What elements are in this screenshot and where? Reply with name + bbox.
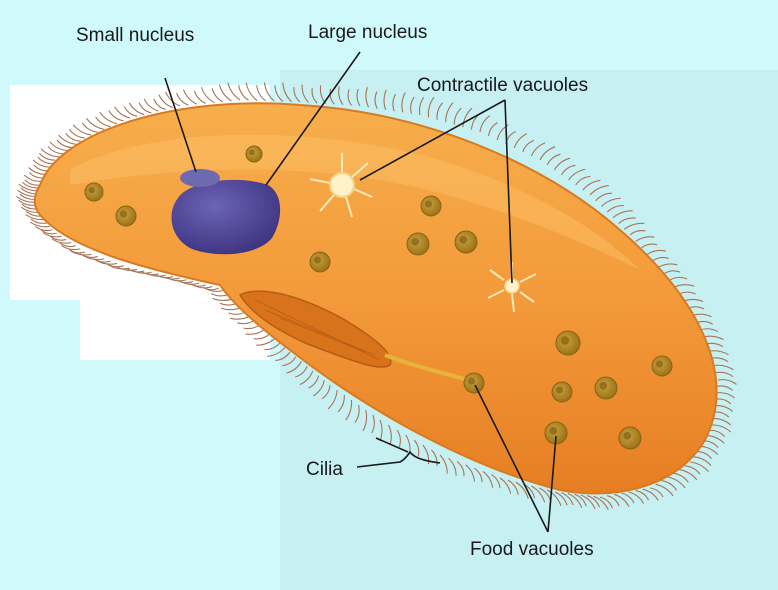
label-food-vacuoles: Food vacuoles bbox=[470, 539, 594, 560]
food-vacuole-core bbox=[556, 386, 563, 394]
large-nucleus bbox=[171, 179, 281, 255]
leader-large-nucleus bbox=[265, 51, 361, 186]
food-vacuole-core bbox=[623, 431, 632, 440]
food-vacuole-core bbox=[599, 381, 608, 390]
leader-contractile-2 bbox=[504, 99, 513, 284]
food-vacuole-core bbox=[88, 187, 95, 194]
food-vacuole-core bbox=[549, 426, 558, 435]
contractile-vacuole bbox=[309, 153, 373, 218]
food-vacuole-core bbox=[249, 149, 255, 156]
oral-groove-lines bbox=[254, 299, 381, 361]
leader-small-nucleus bbox=[164, 77, 197, 173]
food-vacuole-core bbox=[411, 237, 420, 246]
label-small-nucleus: Small nucleus bbox=[76, 25, 195, 46]
food-vacuoles bbox=[84, 145, 673, 450]
food-vacuole-core bbox=[560, 336, 570, 345]
leader-food-2 bbox=[547, 435, 557, 533]
leader-lines bbox=[164, 51, 557, 533]
gullet bbox=[384, 353, 469, 382]
leader-food-1 bbox=[474, 384, 549, 533]
food-vacuole-core bbox=[120, 210, 127, 218]
leader-contractile-1 bbox=[359, 99, 506, 181]
contractile-vacuole bbox=[487, 262, 537, 313]
body-highlight bbox=[70, 134, 640, 270]
small-nucleus bbox=[180, 169, 220, 187]
food-vacuole-core bbox=[459, 235, 468, 244]
food-vacuole-core bbox=[425, 200, 432, 208]
food-vacuole-core bbox=[314, 256, 321, 264]
label-cilia: Cilia bbox=[306, 459, 343, 480]
leader-cilia bbox=[356, 450, 441, 468]
food-vacuole-core bbox=[468, 377, 475, 385]
label-large-nucleus: Large nucleus bbox=[308, 22, 428, 43]
food-vacuole-core bbox=[656, 360, 663, 368]
label-contractile-vacuoles: Contractile vacuoles bbox=[417, 75, 589, 96]
